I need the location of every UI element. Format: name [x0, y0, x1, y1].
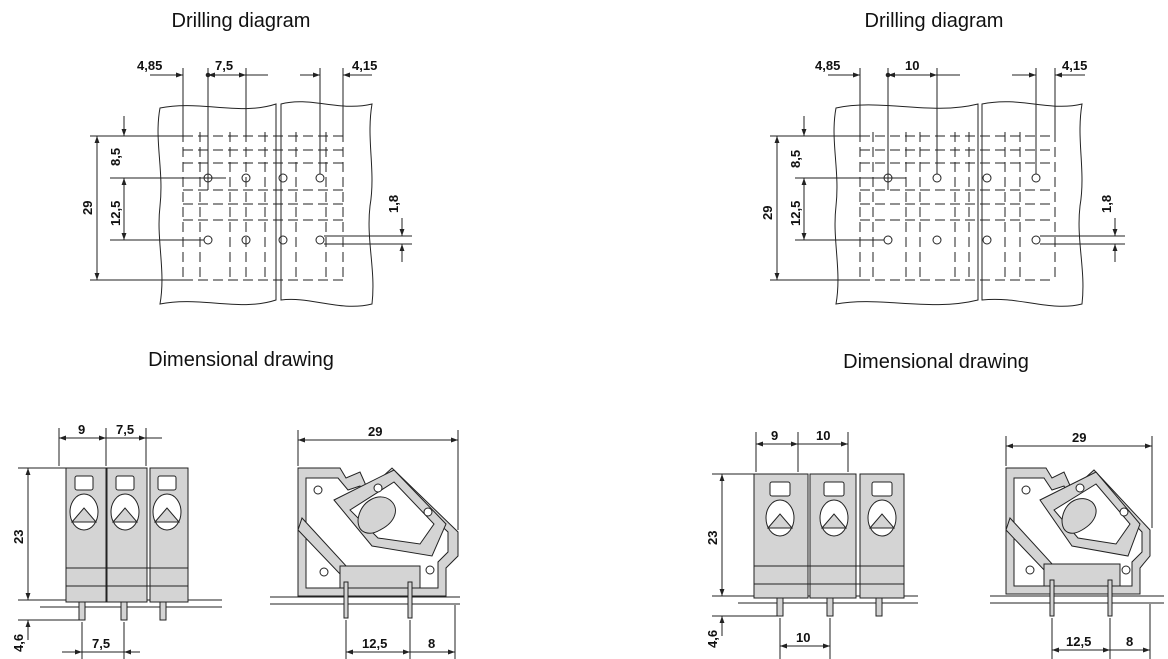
drilling-diagram-left	[90, 68, 412, 307]
side-view-left	[270, 430, 460, 659]
dim-pin: 4,6	[11, 634, 26, 652]
dim-row-top: 8,5	[108, 148, 123, 166]
board-outline-right-part	[280, 101, 374, 307]
dim-height: 29	[760, 206, 775, 220]
side-view-right	[990, 436, 1164, 659]
dim-pin-gap: 12,5	[362, 636, 387, 651]
dim-hole: 1,8	[1099, 195, 1114, 213]
dim-pin-gap: 12,5	[1066, 634, 1091, 649]
dim-edge-right: 4,15	[1062, 58, 1087, 73]
front-right-labels: 9 10 23 4,6 10	[705, 428, 830, 648]
dim-depth: 29	[1072, 430, 1086, 445]
drilling-diagram-right	[770, 68, 1125, 307]
dim-row-top: 8,5	[788, 150, 803, 168]
dim-depth: 29	[368, 424, 382, 439]
side-right-labels: 29 12,5 8	[1066, 430, 1133, 649]
dim-edge-left: 4,85	[815, 58, 840, 73]
front-view-right	[712, 432, 918, 659]
dim-back: 8	[1126, 634, 1133, 649]
dim-hole: 1,8	[386, 195, 401, 213]
dim-offset: 9	[771, 428, 778, 443]
dim-height: 23	[705, 531, 720, 545]
dim-row-gap: 12,5	[788, 201, 803, 226]
dim-edge-left: 4,85	[137, 58, 162, 73]
drilling-diagram-title-left: Drilling diagram	[171, 10, 311, 32]
drilling-left-labels: 4,85 7,5 4,15 29 8,5 12,5 1,8	[80, 58, 401, 226]
dim-edge-right: 4,15	[352, 58, 377, 73]
dim-pin: 4,6	[705, 630, 720, 648]
side-left-labels: 29 12,5 8	[362, 424, 435, 651]
dimensional-drawing-title-right: Dimensional drawing	[843, 351, 1029, 373]
dim-offset: 9	[78, 422, 85, 437]
dim-back: 8	[428, 636, 435, 651]
front-view-left	[18, 428, 222, 659]
board-outline-left-part	[157, 103, 277, 306]
dim-pitch: 10	[816, 428, 830, 443]
dim-pitch: 7,5	[215, 58, 233, 73]
dim-row-gap: 12,5	[108, 201, 123, 226]
front-left-labels: 9 7,5 23 4,6 7,5	[11, 422, 134, 652]
drilling-diagram-title-right: Drilling diagram	[864, 10, 1004, 32]
dimensional-drawing-title-left: Dimensional drawing	[148, 349, 334, 371]
dim-height: 23	[11, 530, 26, 544]
dim-height: 29	[80, 201, 95, 215]
dim-pin-pitch: 10	[796, 630, 810, 645]
dim-pin-pitch: 7,5	[92, 636, 110, 651]
board-outline-left-part	[833, 103, 979, 306]
drilling-right-labels: 4,85 10 4,15 29 8,5 12,5 1,8	[760, 58, 1114, 226]
dim-pitch: 7,5	[116, 422, 134, 437]
dim-pitch: 10	[905, 58, 919, 73]
